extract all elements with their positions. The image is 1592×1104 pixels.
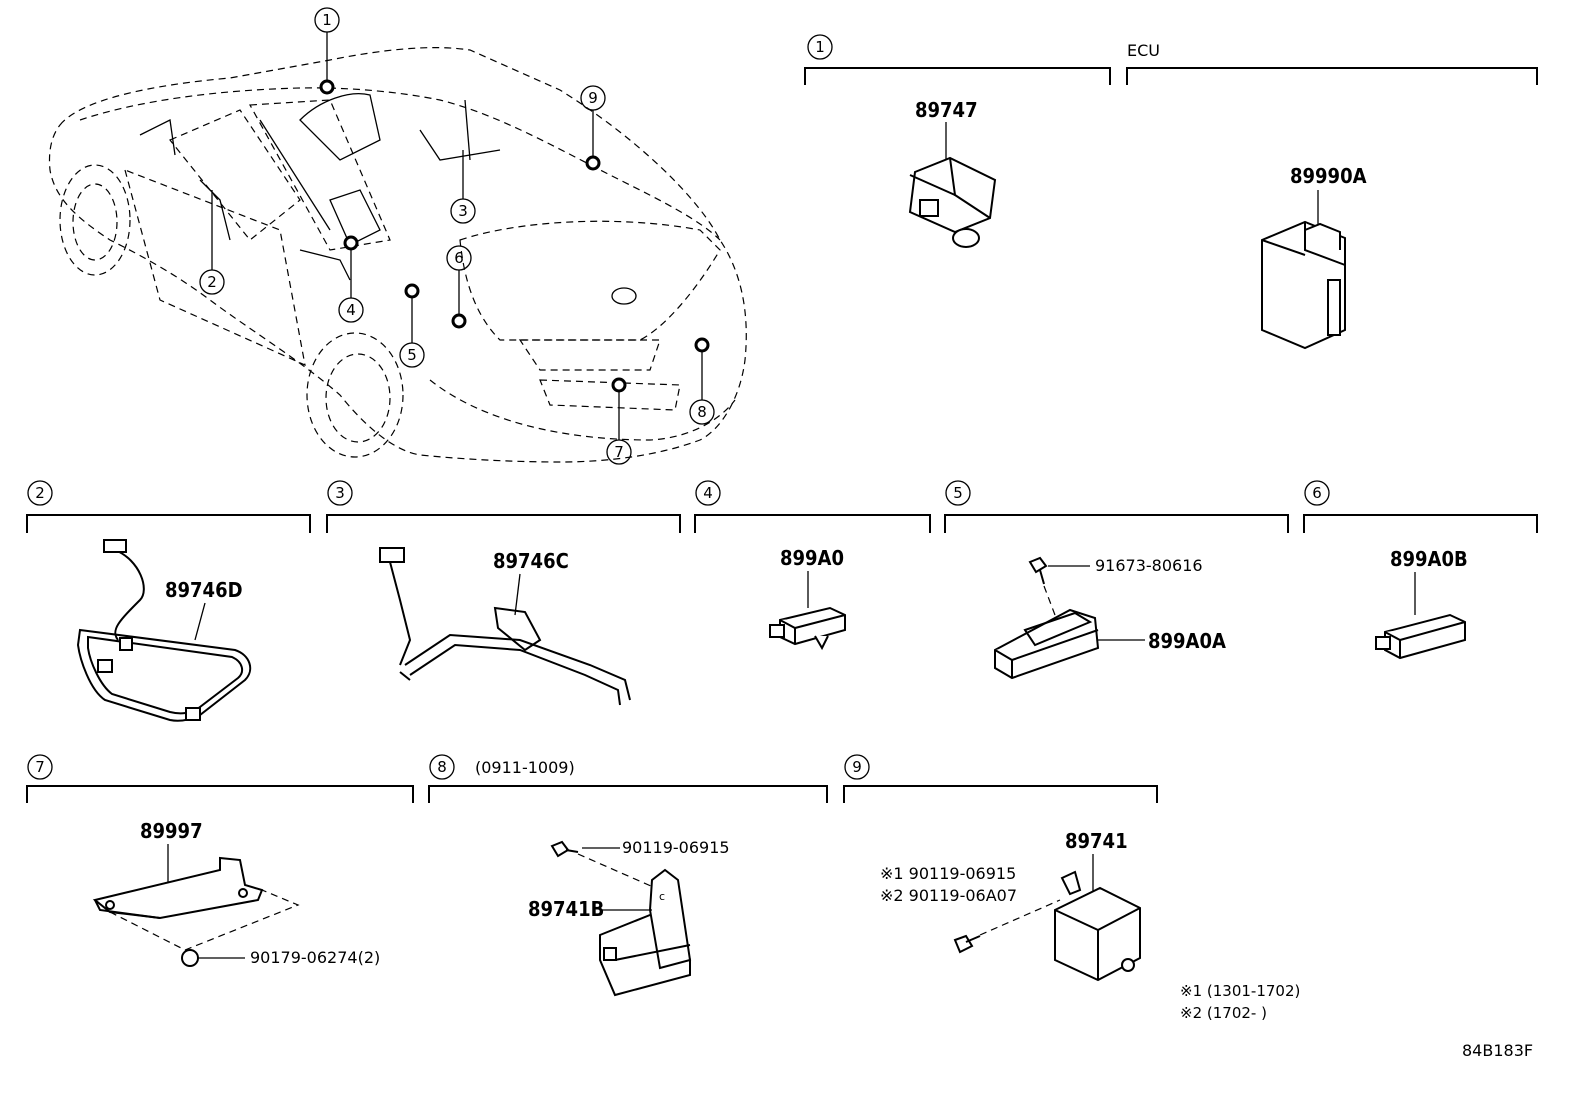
svg-text:4: 4: [346, 301, 356, 319]
section-7: 7 89997 90179-06274(2): [26, 754, 414, 967]
svg-text:2: 2: [207, 273, 217, 291]
sensor-899a0a-icon: [994, 608, 1100, 680]
callout-label-1: 1: [314, 7, 340, 33]
section-8: 8 (0911-1009) 90119-06915 c 89741B: [428, 754, 828, 997]
bracket-89997-icon: [92, 856, 264, 920]
figure-code: 84B183F: [1462, 1041, 1533, 1060]
part-number-899a0: 899A0: [780, 546, 844, 570]
callout-label-3: 3: [450, 198, 476, 224]
note-2: ※2 (1702- ): [1180, 1004, 1267, 1022]
bolt-number-90119-06915: 90119-06915: [622, 838, 730, 857]
section-6: 6 899A0B: [1303, 480, 1538, 660]
part-number-89997: 89997: [140, 819, 203, 843]
bolt-number-91673-80616: 91673-80616: [1095, 556, 1203, 575]
section-ecu: ECU 89990A: [1126, 41, 1538, 350]
section-2: 2 89746D: [26, 480, 311, 722]
ecu-module-icon: [1261, 220, 1346, 350]
nut-icon: [181, 949, 199, 967]
section-5-number: 5: [953, 484, 963, 502]
relay-part-icon: [908, 156, 997, 248]
callout-label-5: 5: [399, 342, 425, 368]
module-89741-icon: [1054, 870, 1141, 982]
footnotes: ※1 (1301-1702) ※2 (1702- ) 84B183F: [1180, 982, 1533, 1060]
section-8-date-range: (0911-1009): [475, 758, 575, 777]
callout-markers: [211, 32, 710, 440]
section-2-number: 2: [35, 484, 45, 502]
bolt-9-icon: [953, 934, 981, 954]
section-7-number: 7: [35, 758, 45, 776]
svg-text:7: 7: [614, 443, 624, 461]
section-9: 9 89741 ※1 90119-06915 ※2 90119-06A07: [843, 754, 1158, 982]
section-4: 4 899A0: [694, 480, 931, 651]
section-8-number: 8: [437, 758, 447, 776]
part-number-89746c: 89746C: [493, 549, 569, 573]
screw-icon: [1028, 556, 1048, 585]
section-5: 5 91673-80616 899A0A: [944, 480, 1289, 680]
sensor-899a0-icon: [769, 606, 846, 651]
svg-text:1: 1: [322, 11, 332, 29]
part-number-89741: 89741: [1065, 829, 1128, 853]
part-number-89741b: 89741B: [528, 897, 604, 921]
part-number-89746d: 89746D: [165, 578, 243, 602]
svg-text:6: 6: [454, 249, 464, 267]
part-number-89747: 89747: [915, 98, 978, 122]
part-number-899a0a: 899A0A: [1148, 629, 1226, 653]
note-1: ※1 (1301-1702): [1180, 982, 1300, 1000]
section-4-number: 4: [703, 484, 713, 502]
section-9-number: 9: [852, 758, 862, 776]
svg-text:9: 9: [588, 89, 598, 107]
wire-harness-2-icon: [76, 539, 252, 722]
part-number-89990a: 89990A: [1290, 164, 1367, 188]
svg-text:3: 3: [458, 202, 468, 220]
section-3: 3 89746C: [326, 480, 681, 706]
svg-text:5: 5: [407, 346, 417, 364]
section-1: 1 89747: [804, 34, 1111, 248]
wire-harness-3-icon: [379, 547, 631, 706]
callout-label-2: 2: [199, 269, 225, 295]
section-6-number: 6: [1312, 484, 1322, 502]
bolt-number-90119-06915-s1: ※1 90119-06915: [880, 864, 1016, 883]
vehicle-illustration: [48, 47, 747, 463]
callout-label-8: 8: [689, 399, 715, 425]
callout-label-7: 7: [606, 439, 632, 465]
callout-label-4: 4: [338, 297, 364, 323]
callout-label-6: 6: [446, 245, 472, 271]
part-number-899a0b: 899A0B: [1390, 547, 1468, 571]
svg-text:c: c: [659, 890, 665, 903]
bolt-number-90119-06a07-s2: ※2 90119-06A07: [880, 886, 1017, 905]
sensor-899a0b-icon: [1375, 613, 1466, 660]
callout-label-9: 9: [580, 85, 606, 111]
ecu-label: ECU: [1127, 41, 1160, 60]
section-1-number: 1: [815, 38, 825, 56]
section-3-number: 3: [335, 484, 345, 502]
module-89741b-icon: c: [599, 868, 692, 997]
svg-text:8: 8: [697, 403, 707, 421]
bolt-8-icon: [550, 840, 579, 858]
nut-number-90179-06274: 90179-06274(2): [250, 948, 380, 967]
